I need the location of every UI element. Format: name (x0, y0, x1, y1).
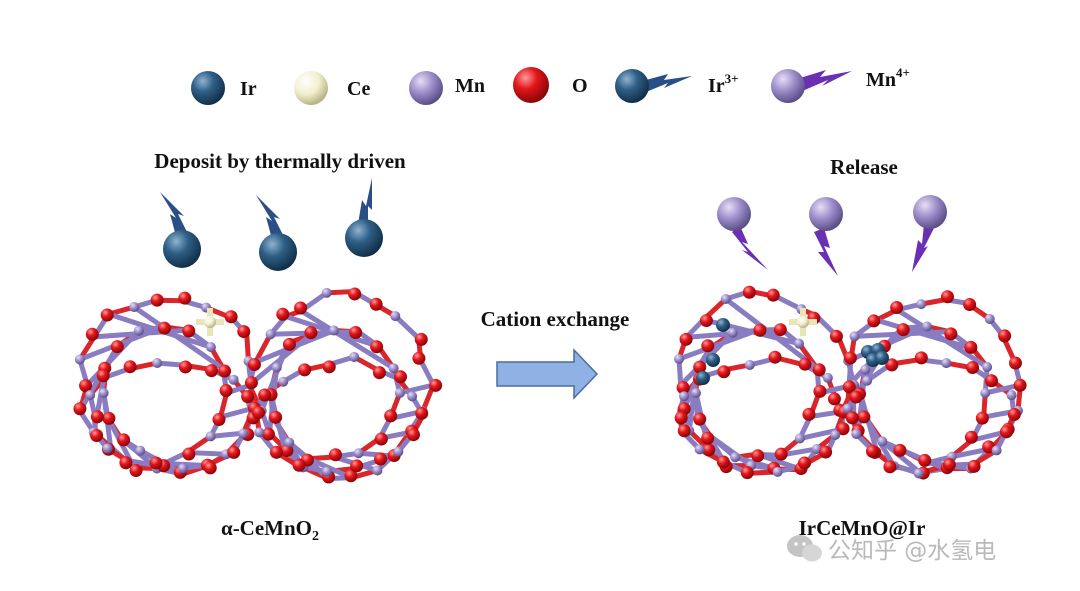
legend-mn-label: Mn (455, 75, 485, 97)
watermark-text: 公知乎 @水氢电 (828, 538, 996, 564)
watermark: 公知乎 @水氢电 (787, 535, 996, 564)
o-atom-icon (513, 67, 549, 103)
legend-ir3-sup: 3+ (725, 71, 739, 86)
legend-mn4-label: Mn4+ (866, 65, 910, 91)
mn-atom-icon (409, 71, 443, 105)
alpha-cemno2-structure (73, 287, 443, 484)
ir-ion-1 (160, 192, 201, 268)
right-structure-caption: IrCeMnO@Ir (799, 516, 926, 540)
ir-ion-2 (256, 195, 297, 271)
legend-ir-label: Ir (240, 78, 257, 100)
wechat-icon (787, 535, 822, 562)
legend-ce-label: Ce (347, 78, 370, 100)
mn-ion-1 (717, 197, 768, 270)
release-heading: Release (830, 155, 898, 179)
legend-mn4-sup: 4+ (896, 65, 910, 80)
depositing-ir-ions (160, 178, 383, 271)
releasing-mn-ions (717, 195, 947, 276)
process-arrow-icon (496, 348, 599, 400)
mn-ion-2 (809, 197, 843, 276)
left-caption-sub: 2 (312, 529, 319, 544)
legend-ir3-label: Ir3+ (708, 71, 739, 97)
legend-mn4-base: Mn (866, 69, 896, 91)
cation-exchange-label: Cation exchange (481, 307, 630, 331)
ce-atom-icon (294, 71, 328, 105)
mn-ion-3 (912, 195, 947, 272)
ir3-ion-icon (615, 69, 692, 103)
ir-ion-3 (345, 178, 383, 257)
legend: Ir Ce Mn O Ir3+ Mn4+ (191, 65, 910, 105)
atom-network (73, 287, 443, 484)
legend-ir3-base: Ir (708, 75, 725, 97)
ir-atom-icon (191, 71, 225, 105)
legend-o-label: O (572, 75, 588, 97)
left-caption-main: α-CeMnO (221, 516, 312, 540)
ircemno-ir-structure (673, 285, 1027, 480)
deposit-heading: Deposit by thermally driven (154, 149, 406, 173)
atom-network (673, 285, 1027, 480)
mn4-ion-icon (771, 69, 852, 103)
left-structure-caption: α-CeMnO2 (221, 516, 319, 544)
